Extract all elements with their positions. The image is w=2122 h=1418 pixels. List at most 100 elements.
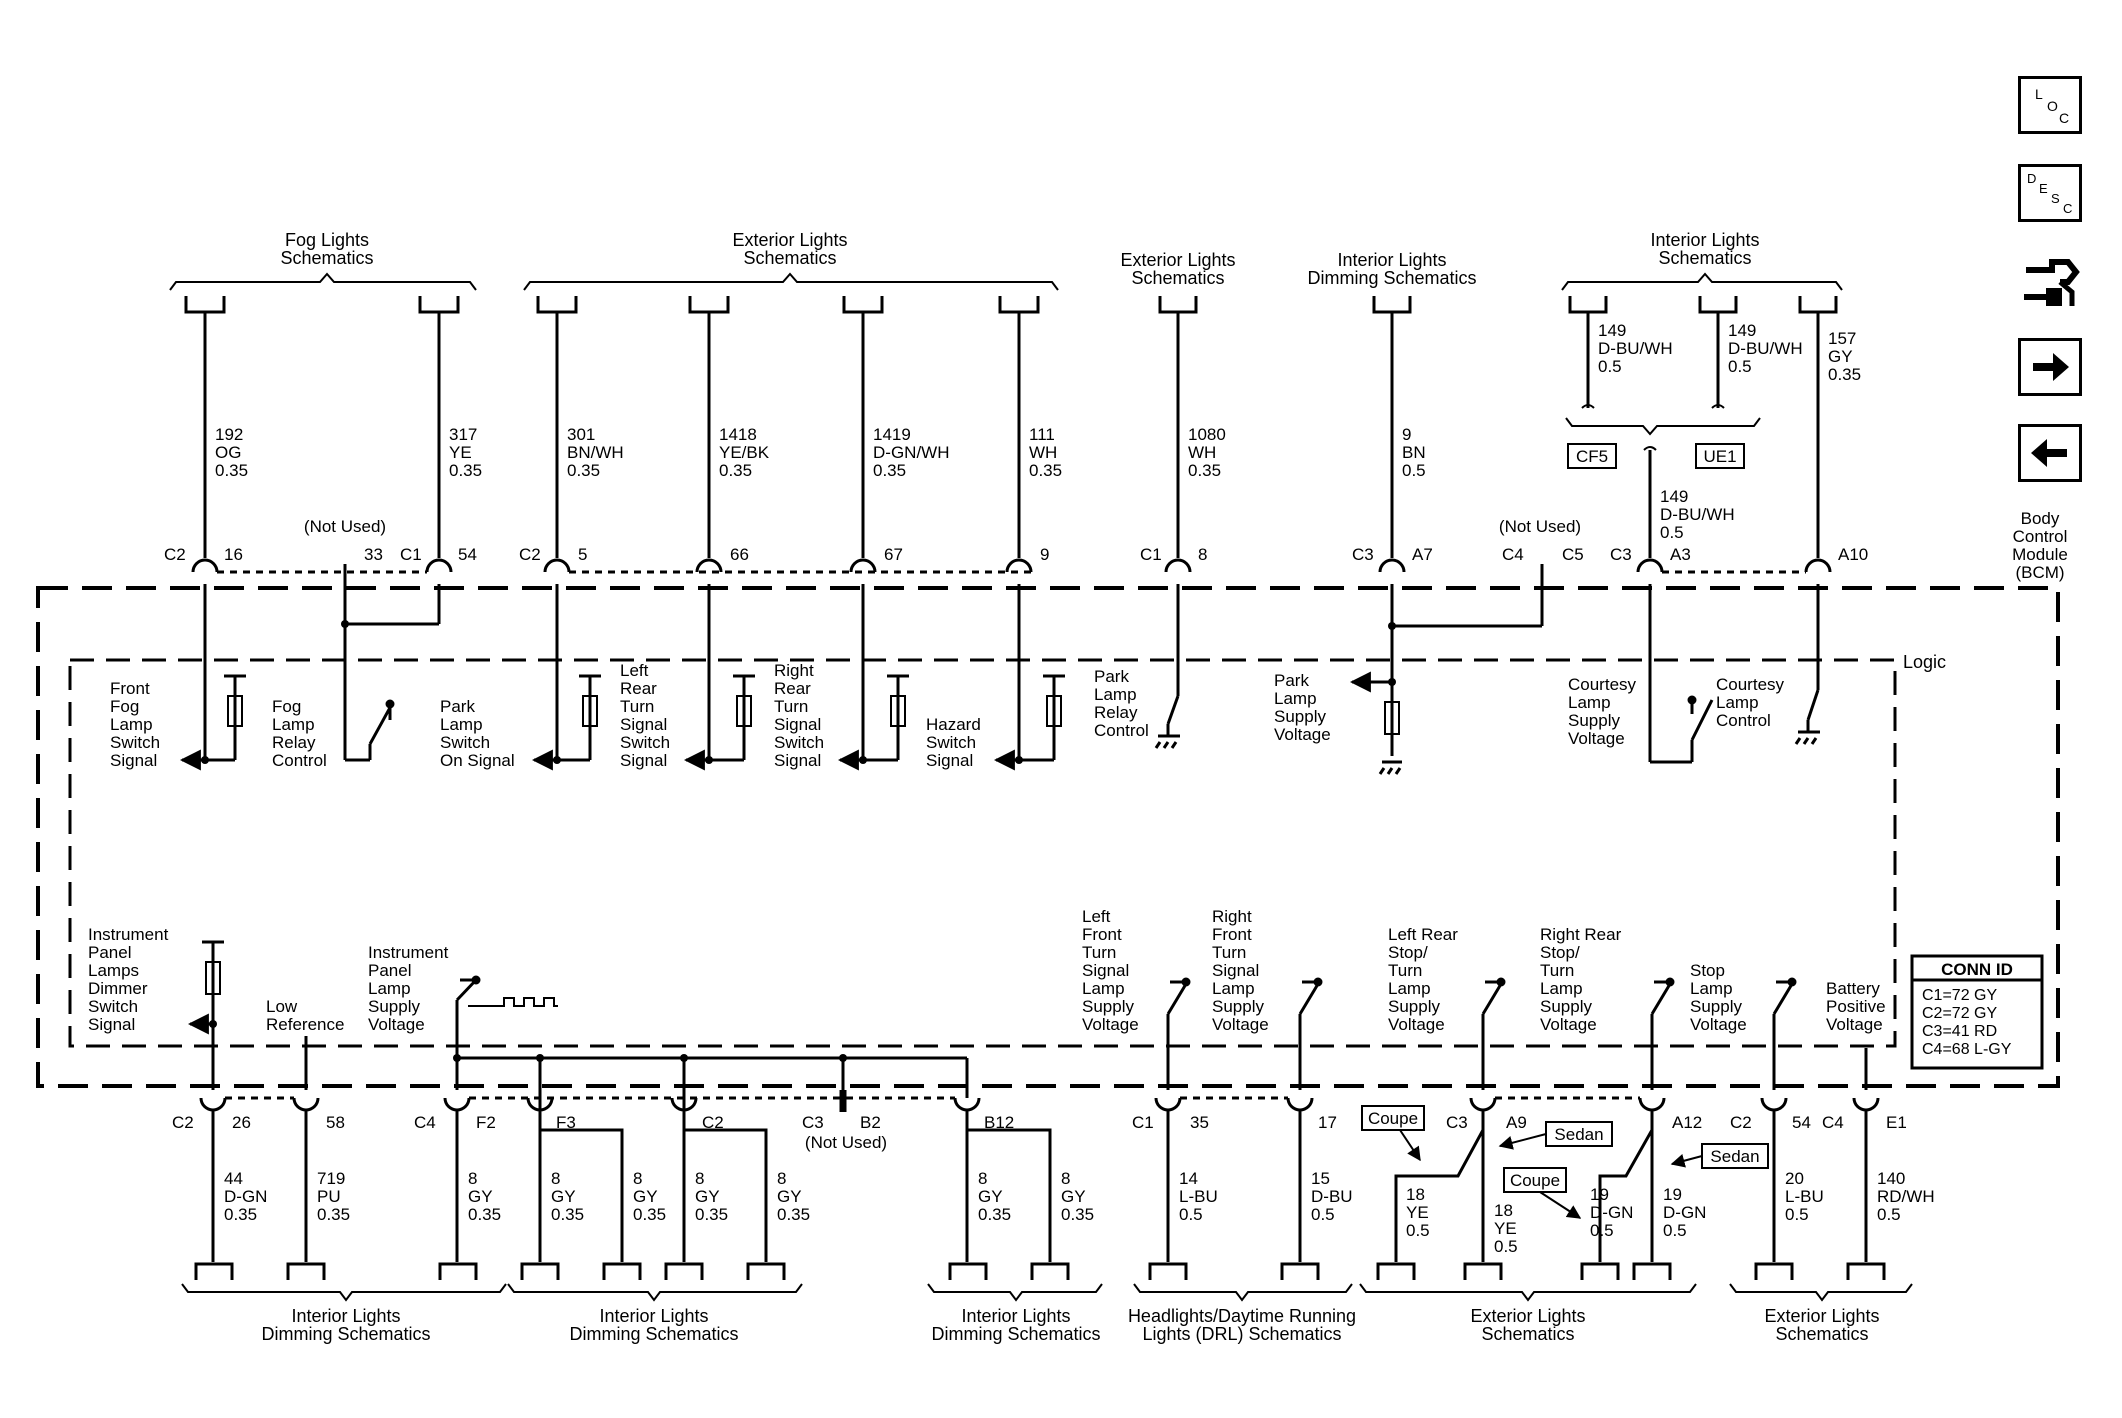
svg-text:D-BU/WH: D-BU/WH xyxy=(1598,339,1673,358)
desc-button[interactable]: D E S C xyxy=(2018,164,2082,222)
svg-text:0.35: 0.35 xyxy=(1828,365,1861,384)
svg-text:Supply: Supply xyxy=(1212,997,1264,1016)
svg-text:Lamp: Lamp xyxy=(1082,979,1125,998)
svg-text:F3: F3 xyxy=(556,1113,576,1132)
svg-text:C2: C2 xyxy=(702,1113,724,1132)
svg-text:C5: C5 xyxy=(1562,545,1584,564)
svg-text:8: 8 xyxy=(978,1169,987,1188)
svg-text:C1: C1 xyxy=(400,545,422,564)
svg-text:A10: A10 xyxy=(1838,545,1868,564)
svg-text:Instrument: Instrument xyxy=(88,925,169,944)
svg-text:17: 17 xyxy=(1318,1113,1337,1132)
svg-text:Fog: Fog xyxy=(272,697,301,716)
svg-text:Rear: Rear xyxy=(774,679,811,698)
svg-text:C3: C3 xyxy=(1446,1113,1468,1132)
svg-text:Coupe: Coupe xyxy=(1368,1109,1418,1128)
svg-text:Lamp: Lamp xyxy=(1388,979,1431,998)
arrow-right-icon xyxy=(2033,353,2069,381)
svg-text:Turn: Turn xyxy=(1388,961,1422,980)
bottom-wires xyxy=(211,1058,1868,1262)
connector-button[interactable] xyxy=(2016,248,2084,320)
svg-text:D-GN/WH: D-GN/WH xyxy=(873,443,949,462)
svg-text:Turn: Turn xyxy=(774,697,808,716)
svg-text:0.5: 0.5 xyxy=(1402,461,1426,480)
svg-text:0.5: 0.5 xyxy=(1785,1205,1809,1224)
svg-text:Panel: Panel xyxy=(88,943,131,962)
top-group-exterior-1: Exterior Lights Schematics xyxy=(523,230,1059,291)
svg-text:Relay: Relay xyxy=(272,733,316,752)
svg-text:Panel: Panel xyxy=(368,961,411,980)
svg-text:Interior Lights: Interior Lights xyxy=(961,1306,1070,1326)
top-group-interior-dimming: Interior Lights Dimming Schematics xyxy=(1307,250,1476,288)
svg-text:GY: GY xyxy=(777,1187,802,1206)
svg-text:0.35: 0.35 xyxy=(1188,461,1221,480)
top-wires xyxy=(203,312,1820,558)
svg-text:Left: Left xyxy=(1082,907,1111,926)
svg-text:Lamp: Lamp xyxy=(1212,979,1255,998)
svg-text:Coupe: Coupe xyxy=(1510,1171,1560,1190)
svg-text:Dimming Schematics: Dimming Schematics xyxy=(569,1324,738,1344)
svg-text:Sedan: Sedan xyxy=(1710,1147,1759,1166)
svg-text:Right: Right xyxy=(1212,907,1252,926)
bottom-braces xyxy=(181,1283,1913,1302)
svg-text:Dimming Schematics: Dimming Schematics xyxy=(931,1324,1100,1344)
svg-text:B2: B2 xyxy=(860,1113,881,1132)
svg-text:Schematics: Schematics xyxy=(1481,1324,1574,1344)
svg-text:5: 5 xyxy=(578,545,587,564)
svg-text:C2: C2 xyxy=(164,545,186,564)
svg-text:1418: 1418 xyxy=(719,425,757,444)
svg-text:0.5: 0.5 xyxy=(1663,1221,1687,1240)
svg-text:Lamp: Lamp xyxy=(1094,685,1137,704)
svg-text:Front: Front xyxy=(110,679,150,698)
svg-text:Voltage: Voltage xyxy=(1690,1015,1747,1034)
svg-text:Signal: Signal xyxy=(774,715,821,734)
svg-text:Courtesy: Courtesy xyxy=(1568,675,1637,694)
svg-text:Right: Right xyxy=(774,661,814,680)
svg-text:L-BU: L-BU xyxy=(1785,1187,1824,1206)
svg-text:L-BU: L-BU xyxy=(1179,1187,1218,1206)
svg-text:D-GN: D-GN xyxy=(224,1187,267,1206)
connector-icon xyxy=(2024,259,2080,306)
top-group-fog: Fog Lights Schematics xyxy=(169,230,477,291)
svg-text:0.35: 0.35 xyxy=(1061,1205,1094,1224)
svg-text:Schematics: Schematics xyxy=(743,248,836,268)
top-group-interior: Interior Lights Schematics xyxy=(1561,230,1843,291)
svg-text:GY: GY xyxy=(1061,1187,1086,1206)
svg-text:Signal: Signal xyxy=(926,751,973,770)
bottom-option-sedan-1: Sedan xyxy=(1498,1121,1613,1150)
svg-text:Battery: Battery xyxy=(1826,979,1880,998)
svg-text:Switch: Switch xyxy=(926,733,976,752)
svg-text:54: 54 xyxy=(1792,1113,1811,1132)
svg-text:GY: GY xyxy=(1828,347,1853,366)
loc-button[interactable]: L O C xyxy=(2018,76,2082,134)
svg-text:0.5: 0.5 xyxy=(1494,1237,1518,1256)
bottom-option-coupe-2: Coupe xyxy=(1503,1167,1582,1219)
bottom-option-coupe-1: Coupe xyxy=(1361,1105,1425,1162)
svg-text:0.35: 0.35 xyxy=(695,1205,728,1224)
svg-text:Switch: Switch xyxy=(440,733,490,752)
svg-text:GY: GY xyxy=(468,1187,493,1206)
svg-text:Signal: Signal xyxy=(774,751,821,770)
svg-text:Dimmer: Dimmer xyxy=(88,979,148,998)
svg-text:Lamp: Lamp xyxy=(1540,979,1583,998)
svg-text:Schematics: Schematics xyxy=(1658,248,1751,268)
back-button[interactable] xyxy=(2018,424,2082,482)
svg-text:35: 35 xyxy=(1190,1113,1209,1132)
next-button[interactable] xyxy=(2018,338,2082,396)
svg-text:26: 26 xyxy=(232,1113,251,1132)
svg-text:Voltage: Voltage xyxy=(1388,1015,1445,1034)
svg-text:Courtesy: Courtesy xyxy=(1716,675,1785,694)
svg-text:C3: C3 xyxy=(1352,545,1374,564)
svg-text:Right Rear: Right Rear xyxy=(1540,925,1622,944)
svg-text:Lamp: Lamp xyxy=(1716,693,1759,712)
